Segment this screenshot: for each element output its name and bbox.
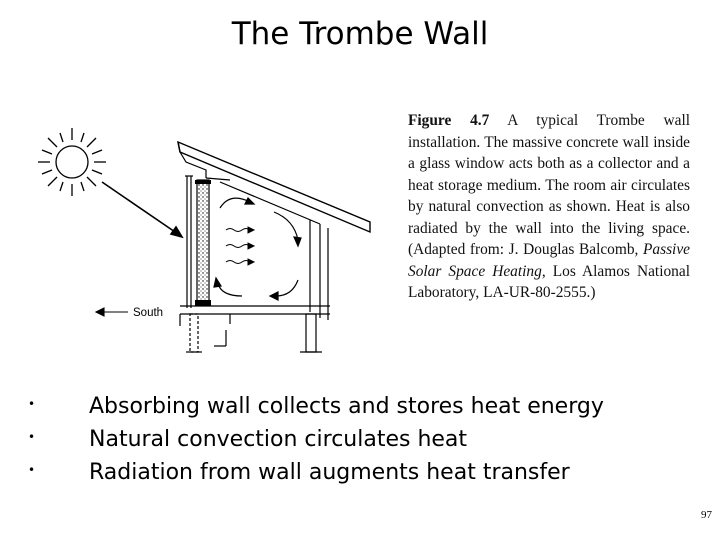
- list-item: • Natural convection circulates heat: [0, 427, 720, 460]
- bullet-text: Absorbing wall collects and stores heat …: [89, 394, 604, 419]
- caption-figure-label: Figure 4.7: [408, 112, 490, 129]
- caption-text: A typical Trombe wall installation. The …: [408, 112, 690, 258]
- list-item: • Radiation from wall augments heat tran…: [0, 460, 720, 493]
- slide-title: The Trombe Wall: [231, 16, 489, 52]
- bullet-list: • Absorbing wall collects and stores hea…: [0, 394, 720, 493]
- foundation: [186, 313, 322, 353]
- glazing: [185, 175, 193, 308]
- eave: [179, 151, 231, 181]
- sunlight-arrow: [101, 181, 184, 239]
- floor-slab: [179, 305, 330, 326]
- bullet-text: Natural convection circulates heat: [89, 427, 468, 452]
- list-item: • Absorbing wall collects and stores hea…: [0, 394, 720, 427]
- caption-book-title: Passive Solar Space Heating: [408, 241, 690, 280]
- bullet-text: Radiation from wall augments heat transf…: [89, 460, 570, 485]
- page-number: 97: [701, 509, 712, 521]
- figure-caption: Figure 4.7 A typical Trombe wall install…: [408, 110, 690, 304]
- south-arrow: [94, 307, 128, 317]
- bullet-icon: •: [28, 430, 36, 444]
- interior-shell: [219, 181, 329, 320]
- concrete-wall: [195, 179, 211, 306]
- radiation-arrows: [225, 226, 256, 266]
- sun-icon: [38, 128, 106, 196]
- south-label: South: [133, 307, 163, 319]
- caption-text-end: , Los Alamos National Laboratory, LA-UR-…: [408, 262, 690, 302]
- bullet-icon: •: [28, 397, 36, 411]
- bullet-icon: •: [28, 463, 36, 477]
- roof: [177, 140, 371, 234]
- convection-arrows: [213, 196, 302, 301]
- trombe-wall-diagram: South: [30, 100, 390, 362]
